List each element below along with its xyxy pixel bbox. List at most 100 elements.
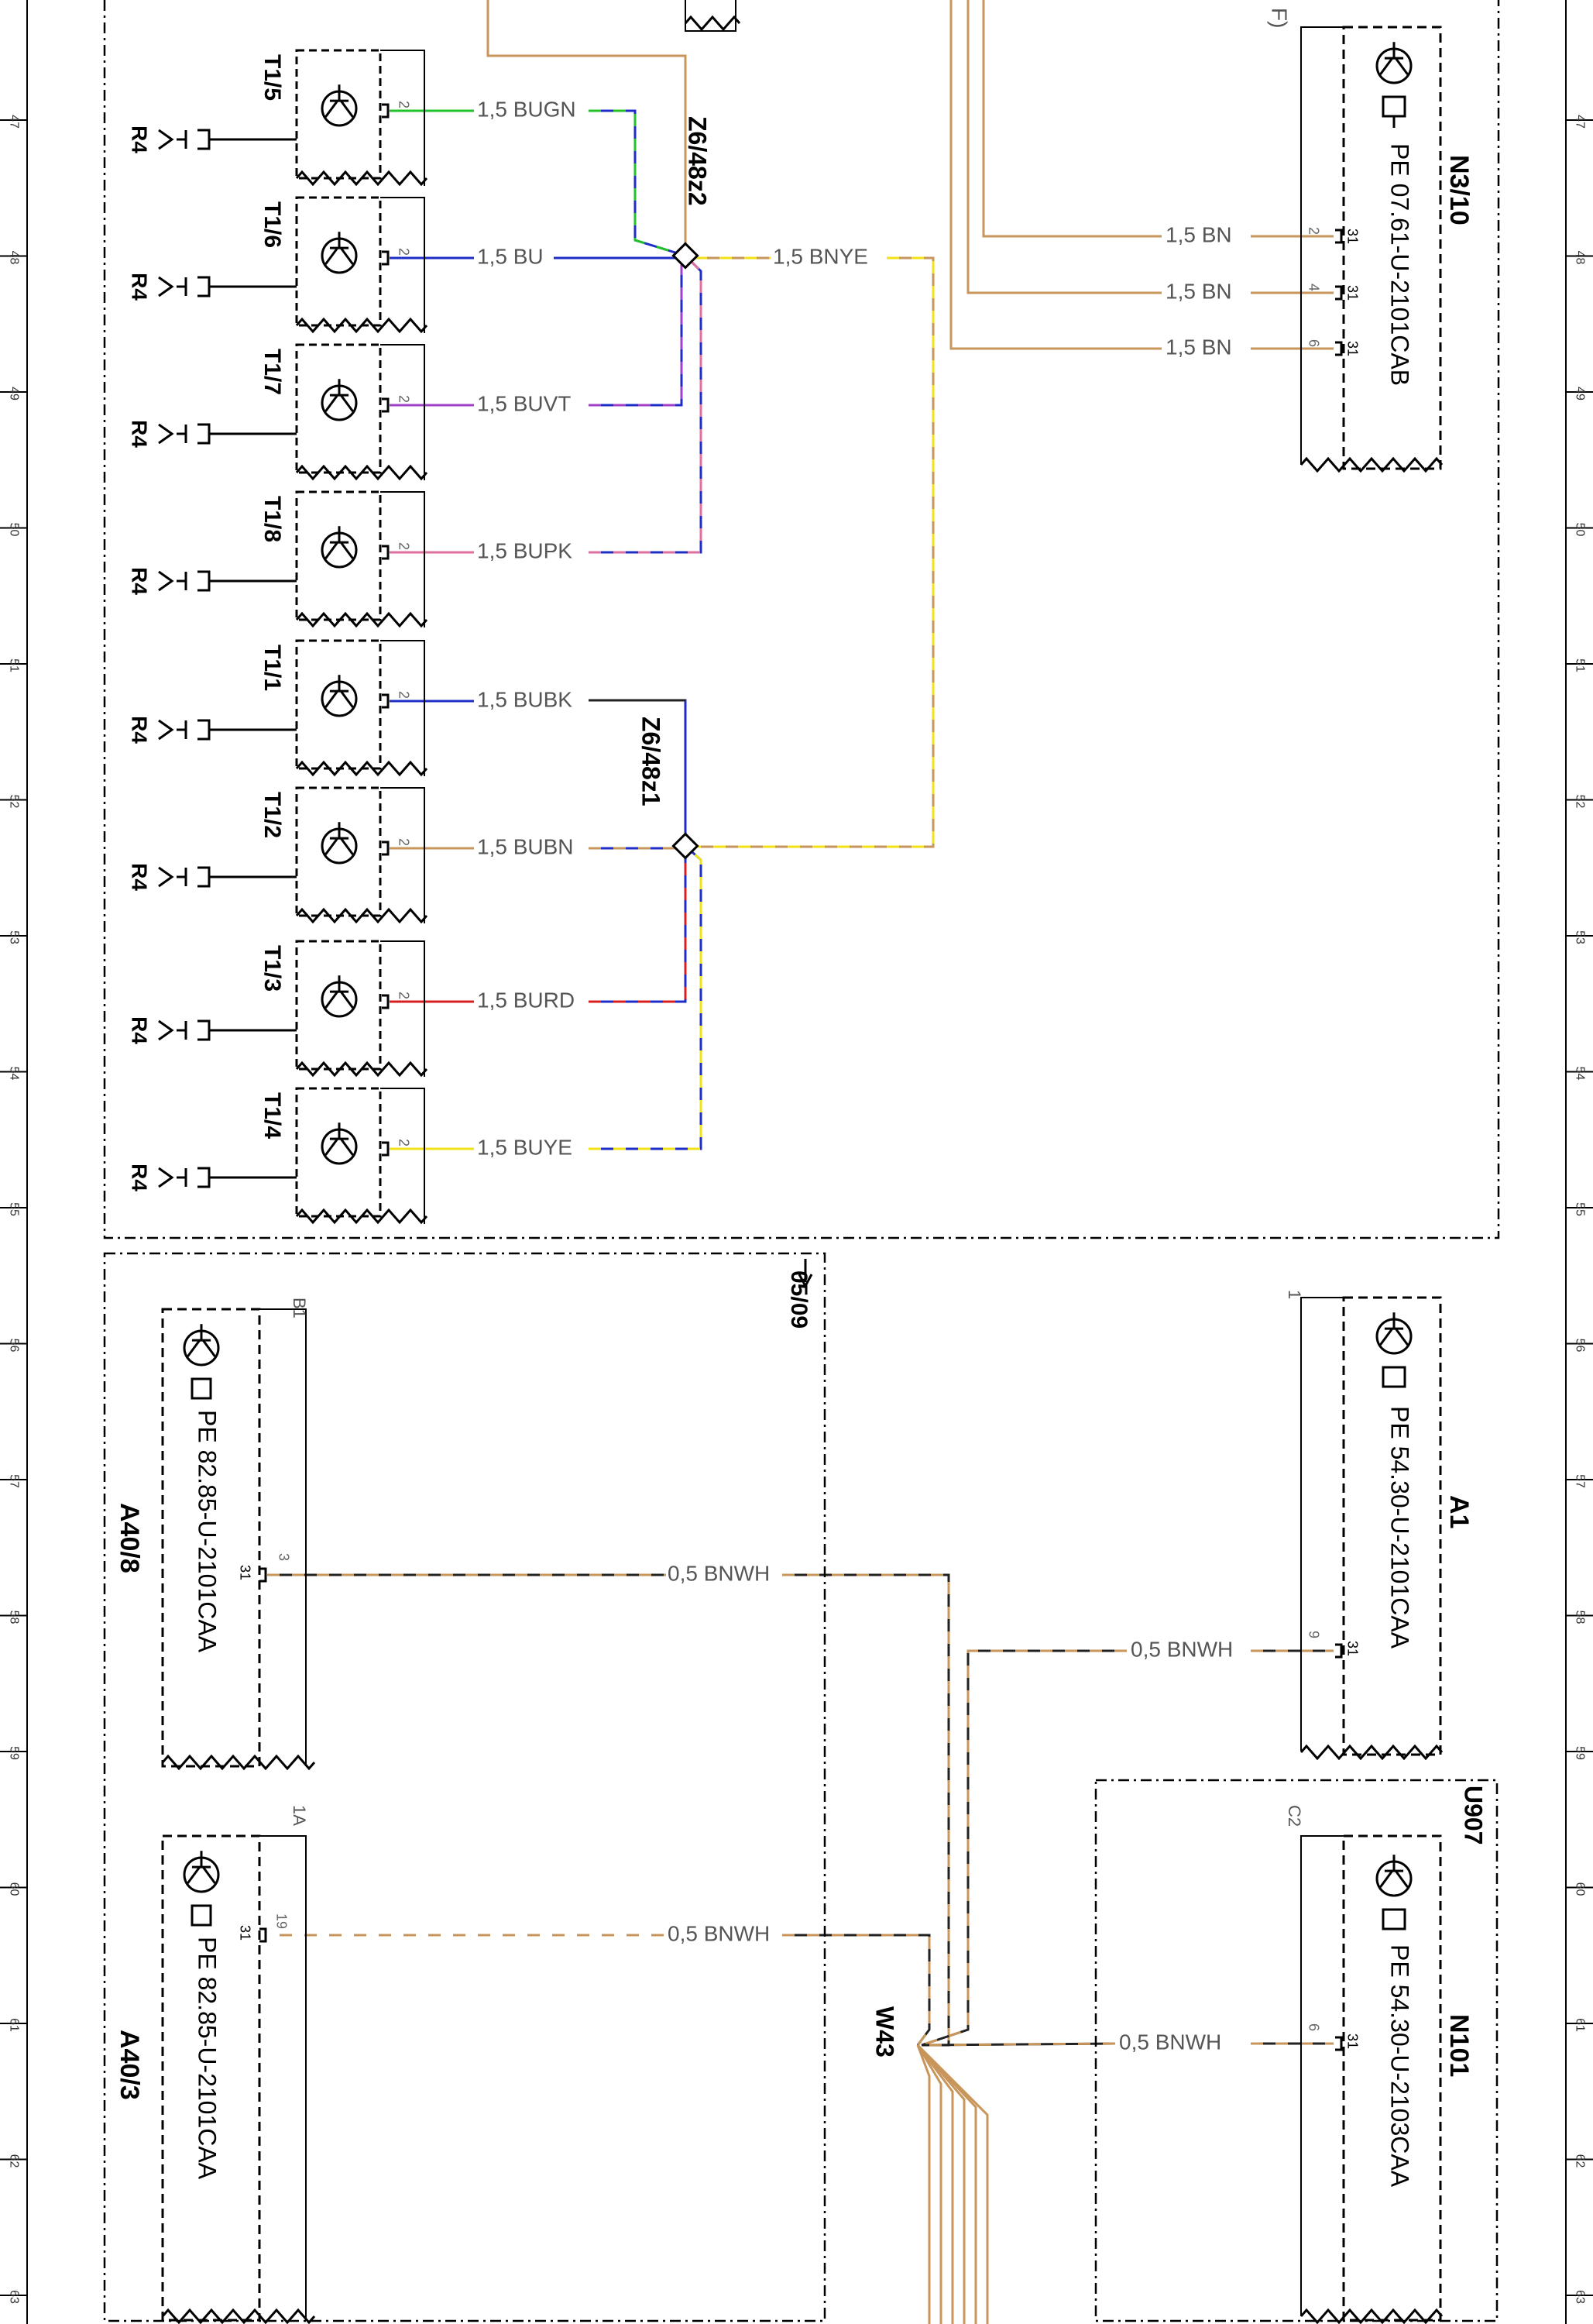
part-number: PE 82.85-U-2101CAA	[194, 1937, 221, 2180]
transistor-icon	[321, 232, 358, 274]
wire-burd	[589, 856, 687, 1003]
wire-bn	[966, 0, 1162, 294]
pin-connector	[1335, 1643, 1343, 1659]
part-number: PE 07.61-U-2101CAB	[1386, 143, 1414, 386]
part-number: PE 54.30-U-2103CAA	[1386, 1944, 1414, 2188]
pin-number: 6	[1306, 339, 1321, 347]
sensor-id: T1/5	[259, 54, 285, 101]
transistor-icon	[1375, 1312, 1413, 1355]
connector-label: B1	[290, 1298, 309, 1318]
wires-layer	[267, 0, 1334, 2324]
pin-connector	[382, 250, 390, 266]
component-a1	[1299, 1296, 1444, 1761]
ground-label: R4	[128, 420, 152, 448]
torn-edge	[1299, 2308, 1444, 2324]
wire-label: 0,5 BNWH	[1131, 1637, 1233, 1661]
pin-connector	[259, 1567, 267, 1583]
transistor-icon	[321, 379, 358, 421]
pin-number: 2	[396, 101, 411, 108]
wire-label: 1,5 BUVT	[477, 391, 571, 415]
ground-connector-icon	[158, 129, 211, 150]
ruler-number: 56	[1573, 1339, 1586, 1353]
component-a40-3	[161, 1834, 316, 2324]
wire-label: 1,5 BUBK	[477, 687, 572, 711]
ruler-number: 62	[7, 2154, 20, 2168]
wire-bn	[982, 0, 1162, 238]
wire-bnwh-a1-run	[921, 1649, 1127, 2047]
pin-number: 2	[396, 838, 411, 846]
terminal-number: 31	[1344, 341, 1360, 356]
ruler-number: 56	[7, 1339, 20, 1353]
ruler-number: 55	[7, 1202, 20, 1216]
terminal-number: 31	[1344, 2033, 1360, 2049]
ruler-number: 61	[7, 2018, 20, 2032]
ground-connector-icon	[158, 570, 211, 592]
ground-label: R4	[128, 273, 152, 301]
pin-connector	[1335, 2036, 1343, 2051]
component-id: A40/8	[115, 1503, 144, 1573]
top-frame	[103, 0, 1500, 1239]
pin-number: 2	[396, 992, 411, 999]
wire-bugn	[589, 109, 686, 257]
pin-number: 3	[276, 1553, 291, 1561]
hand-pointer-icon	[1382, 1366, 1406, 1388]
pin-connector	[382, 994, 390, 1009]
wire-label: 0,5 BNWH	[668, 1921, 770, 1945]
wire-brown-top	[486, 0, 687, 249]
reference-arrow-icon	[798, 1259, 813, 1289]
ruler-number: 53	[1573, 930, 1586, 944]
connector-label: 1A	[290, 1805, 309, 1826]
ruler-number: 47	[7, 115, 20, 129]
transistor-icon	[321, 675, 358, 717]
pin-connector	[1335, 229, 1343, 244]
terminal-number: 31	[237, 1565, 252, 1580]
wire-label: 0,5 BNWH	[668, 1561, 770, 1585]
sensor-id: T1/1	[259, 645, 285, 691]
pin-number: 9	[1306, 1631, 1321, 1638]
partial-label: F)	[1268, 8, 1292, 28]
pin-connector	[1335, 285, 1343, 301]
sensor-T1-4	[158, 1087, 428, 1225]
ruler-number: 58	[7, 1611, 20, 1624]
pin-number: 2	[396, 248, 411, 256]
component-a40-8	[161, 1308, 316, 1771]
transistor-icon	[1375, 1855, 1413, 1897]
component-id: A40/3	[115, 2030, 144, 2100]
wire-buvt	[589, 263, 683, 407]
wire-bupk	[589, 254, 702, 554]
ruler-number: 63	[1573, 2290, 1586, 2304]
transistor-icon	[183, 1324, 220, 1367]
component-id: N3/10	[1444, 155, 1474, 225]
torn-edge	[295, 611, 428, 628]
pin-number: 2	[396, 542, 411, 550]
harness-wire	[916, 2044, 942, 2324]
sensor-id: T1/6	[259, 201, 285, 248]
harness-label: W43	[871, 2006, 899, 2058]
splice-label: Z6/48z1	[637, 717, 665, 806]
wire-bubk	[589, 699, 687, 837]
connector-label: 1	[1285, 1290, 1304, 1299]
ruler-number: 50	[1573, 523, 1586, 537]
pin-connector	[259, 1927, 267, 1943]
part-number: PE 54.30-U-2101CAA	[1386, 1406, 1414, 1649]
component-boxes	[103, 0, 1500, 2324]
wire-label: 1,5 BUPK	[477, 538, 572, 562]
ruler-number: 49	[7, 387, 20, 401]
component-n101	[1299, 1834, 1444, 2324]
pin-connector	[382, 103, 390, 119]
pin-number: 19	[273, 1913, 289, 1929]
pin-connector	[382, 397, 390, 413]
sensor-T1-6	[158, 196, 428, 334]
ruler-number: 60	[1573, 1882, 1586, 1896]
ruler-number: 49	[1573, 387, 1586, 401]
torn-edge	[295, 907, 428, 924]
ground-label: R4	[128, 1016, 152, 1044]
wire-label: 1,5 BUBN	[477, 834, 574, 858]
wire-bnye	[695, 256, 935, 848]
terminal-number: 31	[1344, 285, 1360, 301]
hand-pointer-icon	[191, 1377, 212, 1400]
partial-box	[685, 0, 736, 32]
sensor-id: T1/3	[259, 945, 285, 992]
